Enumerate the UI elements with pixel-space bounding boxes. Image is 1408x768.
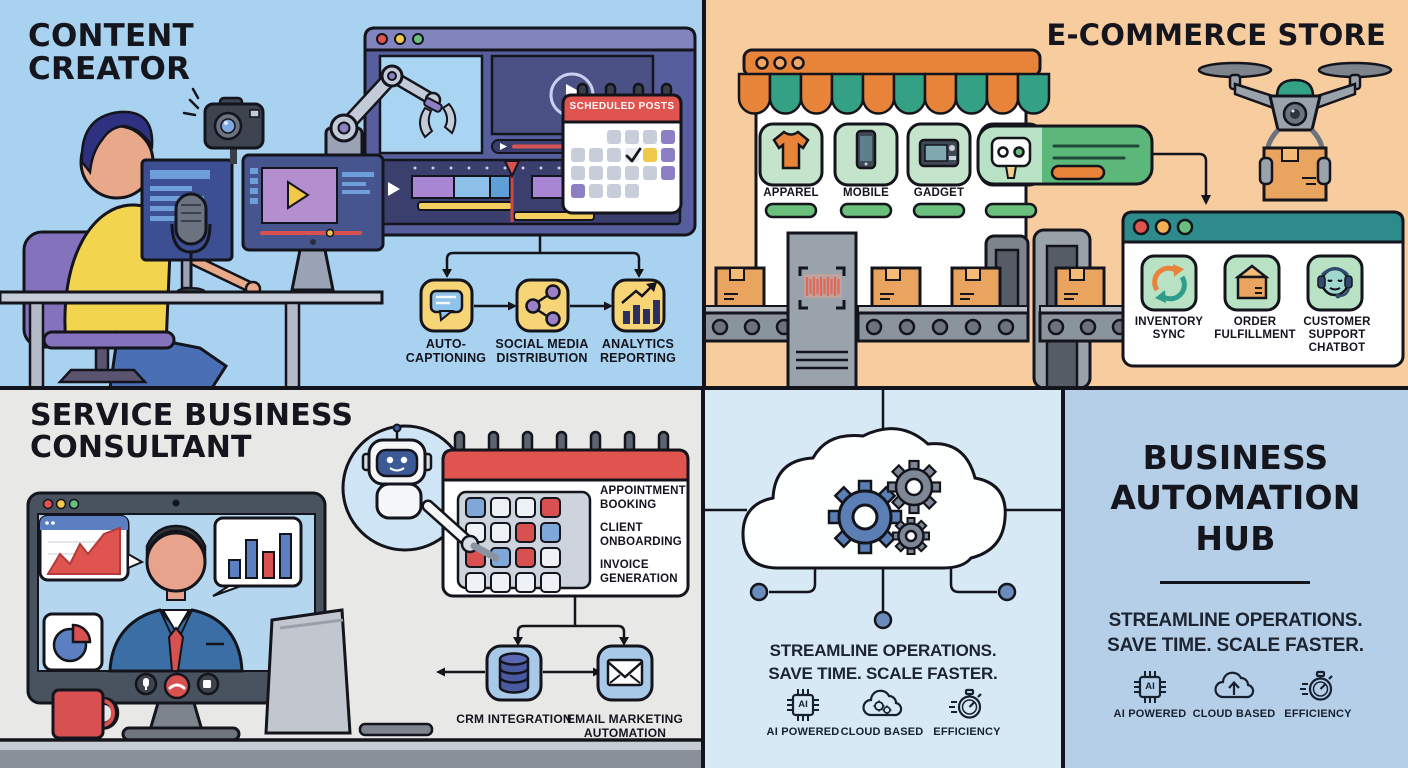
- divider-horizontal: [0, 386, 1408, 390]
- pie-chart-bubble: [42, 612, 104, 672]
- badge-efficiency: EFFICIENCY: [922, 688, 1012, 738]
- hub-tagline-line2: SAVE TIME. SCALE FASTER.: [1107, 635, 1364, 656]
- integration-label-crm: CRM INTEGRATION: [456, 712, 572, 726]
- desk-surface: [0, 738, 703, 768]
- laptop: [264, 608, 434, 737]
- bar-chart-bubble: [212, 516, 303, 597]
- badge-cloud-based: CLOUD BASED: [837, 688, 927, 738]
- chatbot-headset-icon: [1317, 267, 1353, 299]
- service-label-invoice-generation: INVOICE GENERATION: [600, 559, 678, 585]
- email-automation-box: [596, 644, 654, 702]
- cloud-arrow-icon: [1189, 670, 1279, 707]
- category-label-apparel: APPAREL: [763, 187, 819, 199]
- cloud-gears-icon: [837, 688, 927, 725]
- sync-arrows-icon: [1152, 264, 1187, 303]
- feature-box-social-distribution: [515, 278, 570, 333]
- mid-tagline-line1: STREAMLINE OPERATIONS.: [769, 641, 997, 660]
- scheduled-posts-calendar: [561, 82, 683, 215]
- delivery-drone: [1197, 61, 1393, 202]
- feature-box-auto-captioning: [419, 278, 474, 333]
- content-creator-person: [0, 87, 385, 388]
- feature-label-analytics: ANALYTICS REPORTING: [599, 337, 677, 366]
- ecommerce-title: E-COMMERCE STORE: [1046, 18, 1386, 52]
- ecommerce-illustration: [704, 48, 1405, 388]
- content-creator-illustration: [0, 26, 697, 388]
- stopwatch-icon: [1273, 670, 1363, 707]
- title-rule: [1160, 581, 1310, 584]
- workflow-arrows: [444, 596, 626, 674]
- package-icon: [1234, 264, 1270, 300]
- feature-box-analytics: [611, 278, 666, 333]
- gear-medium: [886, 459, 942, 515]
- circuit-node: [749, 582, 769, 602]
- content-creator-panel: CONTENT CREATOR SCHEDULED POSTS AUTO-CAP…: [0, 0, 704, 388]
- badge-ai-powered: AI AI POWERED: [1105, 670, 1195, 720]
- gear-small: [892, 517, 930, 555]
- line-chart-bubble: [38, 514, 145, 582]
- consultant-title: SERVICE BUSINESS CONSULTANT: [30, 398, 354, 465]
- integration-label-email-marketing: EMAIL MARKETING AUTOMATION: [566, 712, 684, 740]
- feature-label-social-distribution: SOCIAL MEDIA DISTRIBUTION: [495, 337, 589, 366]
- database-icon: [498, 652, 530, 694]
- circuit-lines: [703, 388, 1063, 612]
- automation-cloud-panel: STREAMLINE OPERATIONS. SAVE TIME. SCALE …: [703, 388, 1063, 768]
- divider-bottom-vertical-1: [701, 388, 705, 768]
- camera-icon: [182, 87, 265, 164]
- badge-cloud-based: CLOUD BASED: [1189, 670, 1279, 720]
- barcode-scanner: [786, 231, 858, 388]
- coffee-mug: [51, 688, 120, 740]
- crm-integration-box: [485, 644, 543, 702]
- call-controls: [134, 672, 220, 700]
- circuit-node: [873, 610, 893, 630]
- feature-label-support-chatbot: CUSTOMER SUPPORT CHATBOT: [1303, 316, 1371, 355]
- circuit-node: [997, 582, 1017, 602]
- mid-tagline-line2: SAVE TIME. SCALE FASTER.: [768, 664, 998, 683]
- microphone-icon: [170, 192, 212, 297]
- stopwatch-icon: [922, 688, 1012, 725]
- divider-top-vertical: [702, 0, 706, 388]
- consultant-person: [108, 524, 244, 673]
- category-label-mobile: MOBILE: [843, 187, 889, 199]
- fulfillment-window: [1121, 210, 1405, 368]
- video-call-monitor: [26, 491, 327, 742]
- feature-label-auto-captioning: AUTO-CAPTIONING: [405, 337, 487, 366]
- badge-efficiency: EFFICIENCY: [1273, 670, 1363, 720]
- tshirt-icon: [772, 130, 810, 170]
- conveyor-belt: [704, 228, 1138, 388]
- divider-bottom-vertical-2: [1061, 388, 1065, 768]
- phone-icon: [855, 129, 877, 170]
- feature-label-inventory-sync: INVENTORY SYNC: [1134, 316, 1204, 342]
- hub-title: BUSINESS AUTOMATION HUB: [1110, 438, 1361, 558]
- consultant-panel: SERVICE BUSINESS CONSULTANT APPOINTMENT …: [0, 388, 703, 768]
- booking-calendar: [441, 430, 690, 598]
- service-label-appointment-booking: APPOINTMENT BOOKING: [600, 485, 686, 511]
- content-creator-title: CONTENT CREATOR: [28, 18, 194, 87]
- hub-tagline-line1: STREAMLINE OPERATIONS.: [1108, 610, 1363, 631]
- envelope-icon: [606, 658, 644, 687]
- cloud-gears-illustration: [703, 388, 1063, 630]
- ai-chip-icon: AI: [758, 688, 848, 725]
- badge-ai-powered: AI AI POWERED: [758, 688, 848, 738]
- camera-gadget-icon: [918, 138, 960, 168]
- package-boxes: [714, 266, 1106, 314]
- ai-chip-icon: AI: [1105, 670, 1195, 707]
- feature-label-order-fulfillment: ORDER FULFILLMENT: [1214, 316, 1296, 342]
- chat-banner: [976, 124, 1154, 186]
- consultant-illustration: [0, 423, 703, 768]
- workflow-arrows: [445, 235, 641, 308]
- service-label-client-onboarding: CLIENT ONBOARDING: [600, 522, 682, 548]
- ecommerce-panel: E-COMMERCE STORE APPAREL MOBILE GADGET I…: [704, 0, 1408, 388]
- category-label-gadget: GADGET: [913, 187, 965, 199]
- awning: [737, 72, 1051, 115]
- automation-hub-panel: BUSINESS AUTOMATION HUB STREAMLINE OPERA…: [1063, 388, 1408, 768]
- scheduled-posts-label: SCHEDULED POSTS: [569, 101, 675, 112]
